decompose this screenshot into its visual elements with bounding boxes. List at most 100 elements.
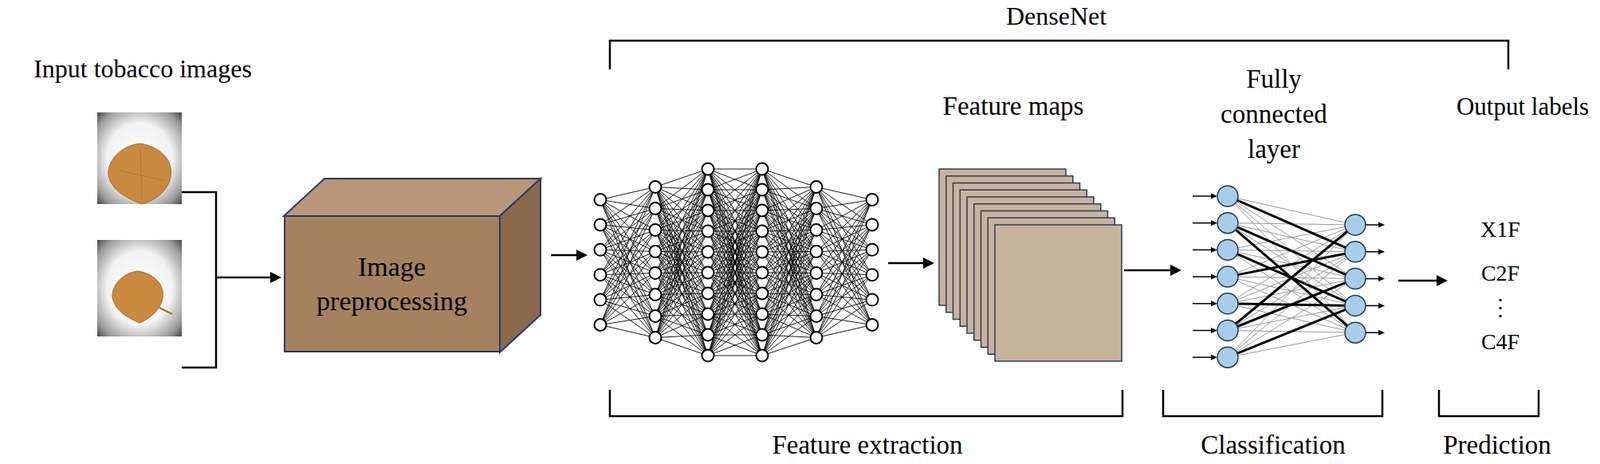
arrow-head [576,249,588,261]
net-link [600,249,656,338]
net-link [816,200,873,317]
net-link [816,224,873,274]
net-link [707,272,763,356]
fc-neuron [1217,266,1239,287]
net-link [816,224,873,317]
tobacco-photo [97,112,182,205]
neuron [866,218,879,231]
net-link [655,189,708,339]
net-link [655,208,708,357]
fc-link [1227,223,1356,307]
net-link [600,187,656,326]
leaf-vein [119,148,163,200]
neuron [702,204,715,217]
net-link [762,169,817,339]
net-link [707,169,763,252]
net-link [816,224,873,339]
net-link [816,200,873,339]
output-arrow [1365,278,1380,280]
net-link [707,210,763,356]
net-link [762,187,817,295]
fc-neuron [1344,214,1366,236]
net-link [707,169,763,356]
net-link [600,273,656,276]
net-link [600,230,656,276]
net-link [600,208,656,326]
tobacco-leaf [108,143,172,205]
arrow-head [1210,247,1218,253]
net-link [707,169,763,190]
net-link [655,169,708,317]
net-link [600,187,656,276]
feature-map-stack-shape [932,95,1125,364]
neuron [649,331,662,344]
net-link [707,293,763,356]
arrow-head [1378,330,1385,336]
neuron [756,184,769,197]
net-link [707,169,763,294]
input-arrow [1192,302,1212,305]
net-link [600,325,656,339]
fc-link [1227,223,1356,280]
net-link [762,230,817,357]
fc-strong-link [1227,305,1356,358]
connector-line [1124,269,1174,272]
net-link [762,187,817,357]
bracket-label: DenseNet [936,0,1176,34]
fc-link [1227,196,1356,252]
net-link [600,249,656,252]
net-link [707,314,763,356]
net-link [816,200,873,252]
net-link [816,275,873,339]
net-link [655,169,708,274]
neuron [866,193,879,206]
fc-link [1227,303,1356,307]
class-label: C2F [1452,257,1549,289]
photo-frame [97,112,182,205]
fc-neuron [1217,239,1239,260]
net-link [762,316,817,357]
class-label: C4F [1452,326,1549,358]
bracket-label: Prediction [1405,427,1589,464]
fc-link [1227,249,1356,279]
net-link [707,293,763,356]
net-link [600,187,656,301]
flow-connector [1124,264,1182,276]
neuron [702,163,715,176]
net-link [816,187,873,225]
neuron [649,224,662,236]
net-link [816,230,873,301]
net-link [816,325,873,339]
net-link [600,316,656,326]
net-link [707,314,763,356]
image-caption: Input tobacco images [0,51,295,87]
net-link [762,251,817,295]
net-link [655,230,708,274]
net-link [707,169,763,273]
fc-link [1227,223,1356,334]
neuron [810,245,823,258]
fc-strong-link [1227,223,1356,280]
fc-link [1227,251,1356,277]
net-link [707,169,763,252]
arrow-head [1210,300,1218,307]
net-link [600,294,656,326]
input-arrow [1192,275,1212,278]
arrow-head [1378,302,1385,309]
net-link [707,169,763,211]
net-link [655,169,708,339]
net-link [816,200,873,274]
neuron [756,225,769,238]
fc-link [1227,279,1356,358]
net-link [816,249,873,295]
net-link [600,230,656,326]
net-link [655,169,708,252]
neuron [594,193,607,206]
net-link [600,299,656,338]
flow-arrow [550,254,579,257]
net-link [707,169,763,170]
net-link [762,251,817,357]
node-heading: Fully connected layer [1210,62,1338,168]
fc-strong-link [1227,223,1356,334]
fc-link [1227,224,1356,304]
